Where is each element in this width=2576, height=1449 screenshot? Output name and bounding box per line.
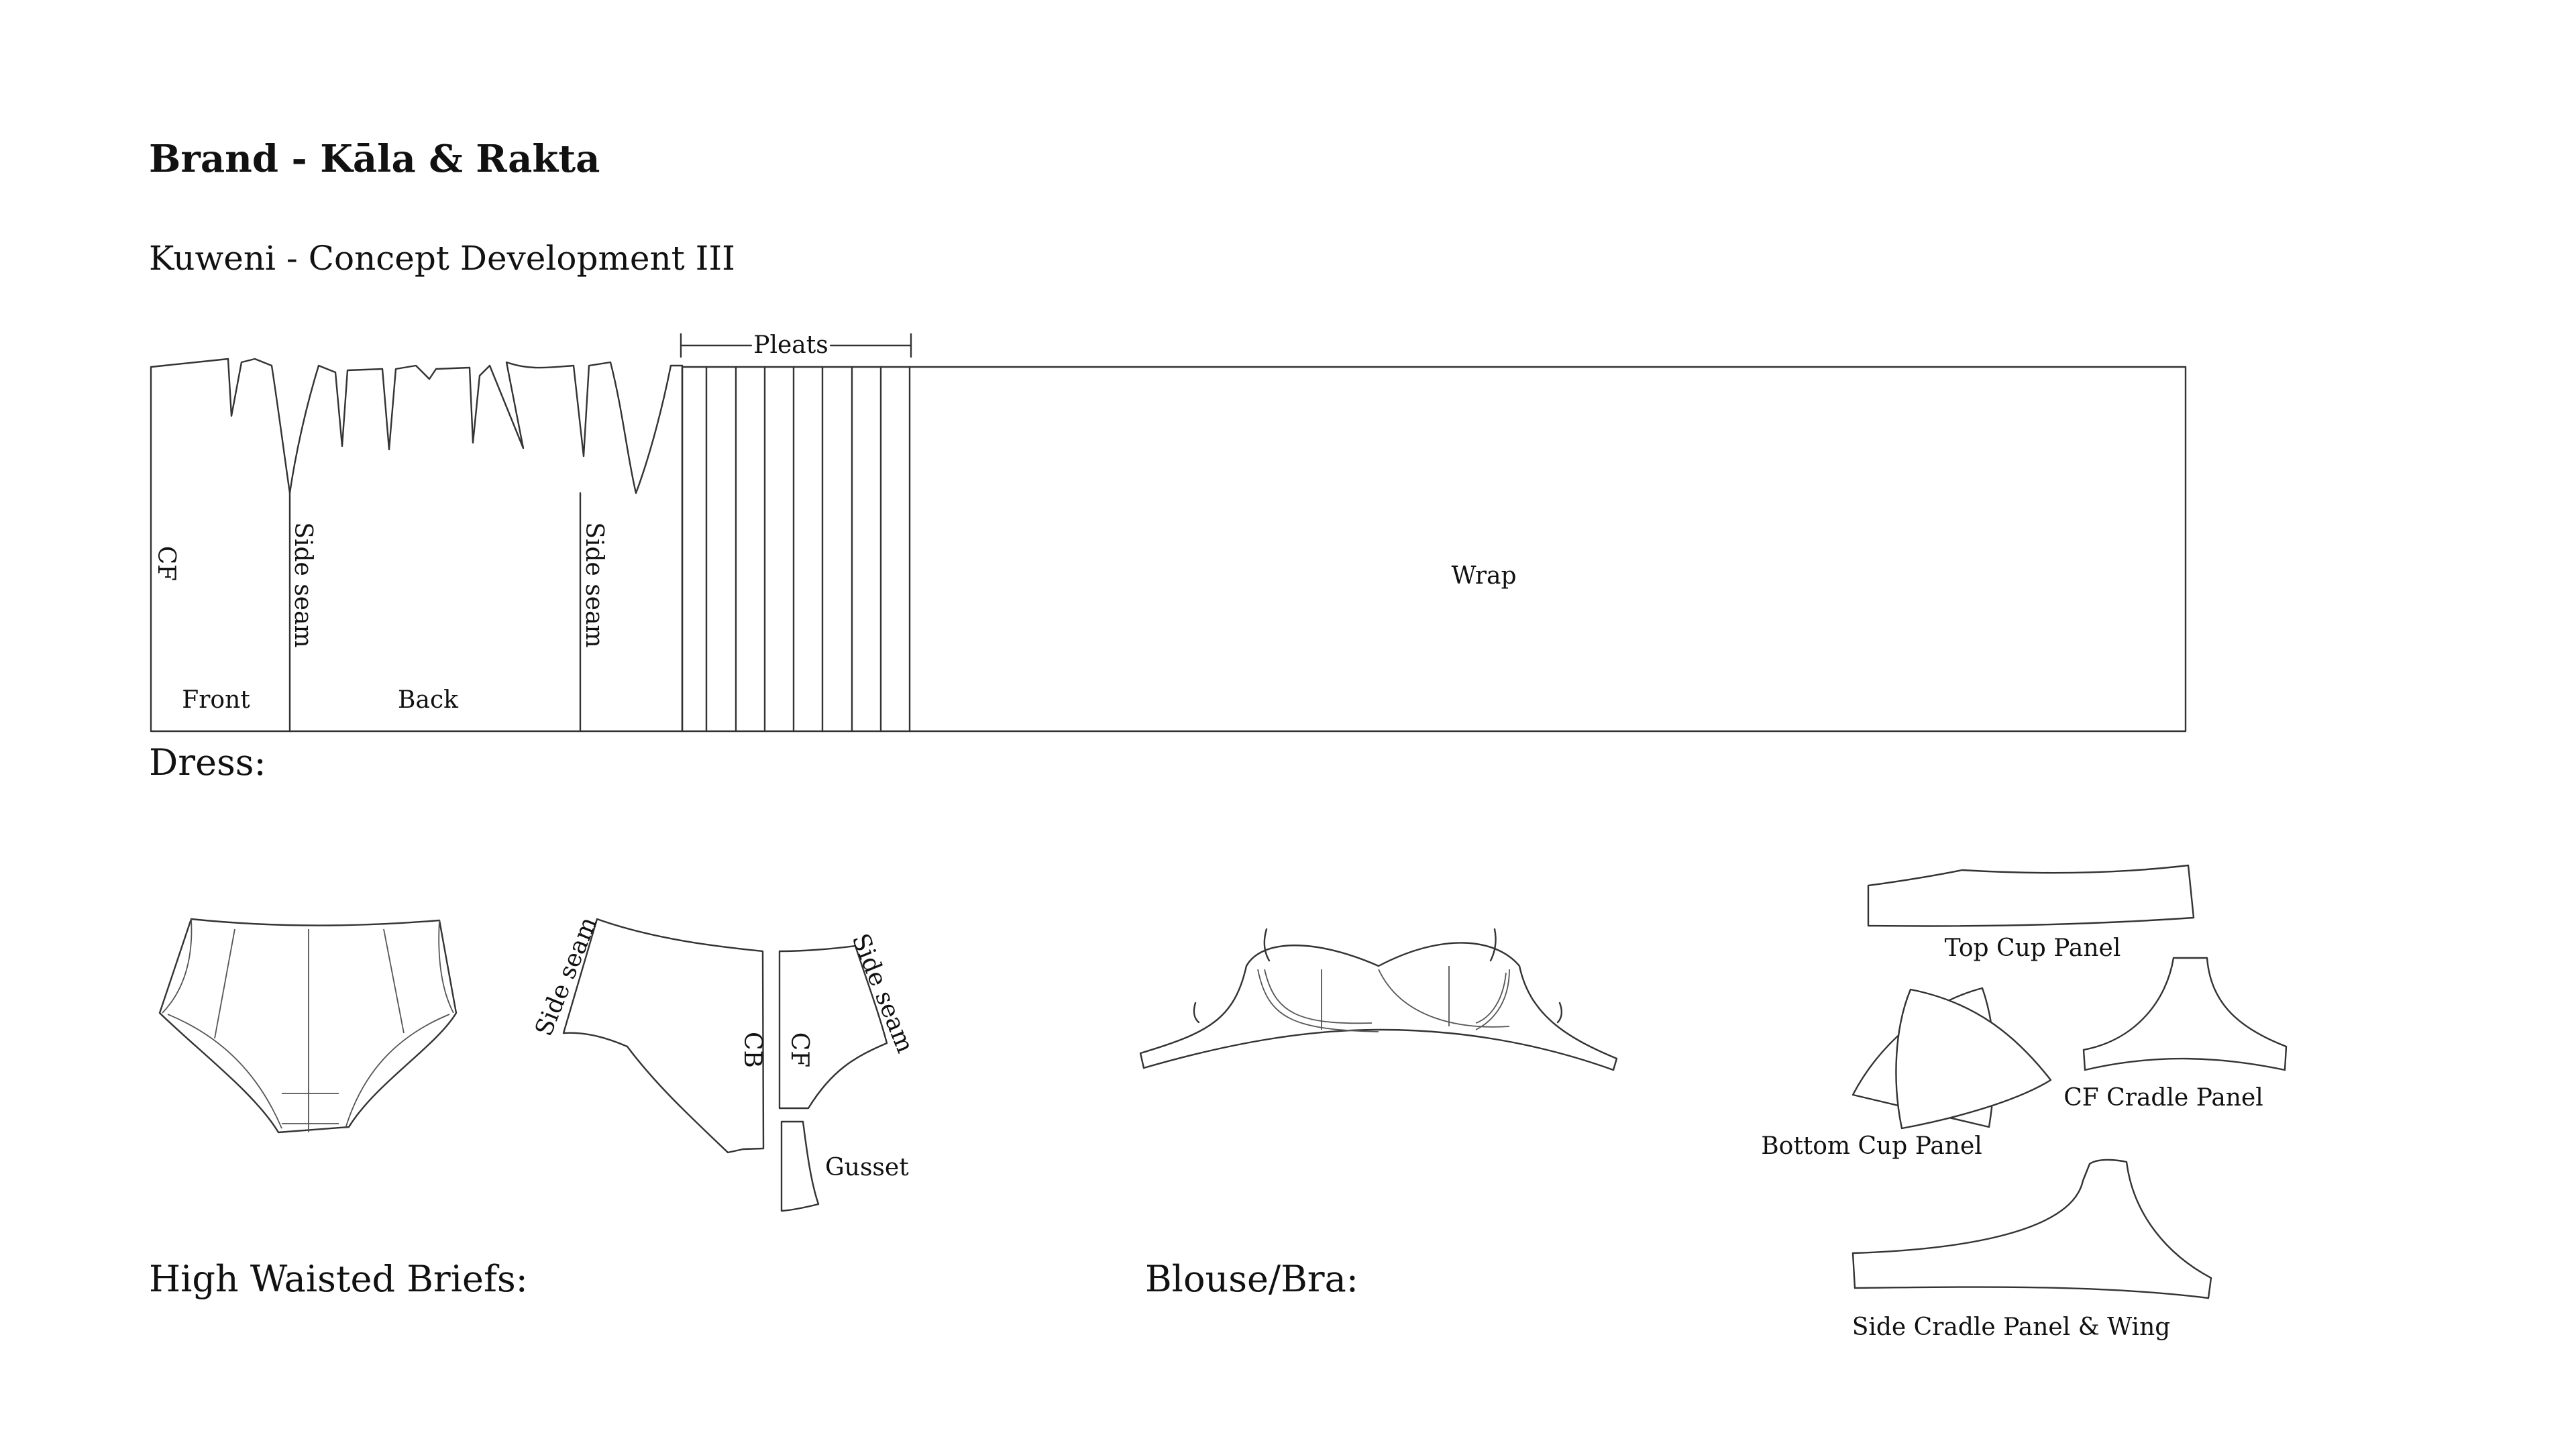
dress-front-back-outline bbox=[150, 358, 684, 733]
bra-bottom-cup-right-piece bbox=[1895, 988, 2052, 1130]
dress-front-label: Front bbox=[182, 686, 250, 714]
dress-wrap-panel bbox=[681, 366, 2187, 733]
concept-title: Kuweni - Concept Development III bbox=[149, 239, 735, 278]
pleats-dimension bbox=[680, 333, 912, 358]
section-dress: Dress: bbox=[149, 741, 266, 784]
dress-pattern: Pleats CF Side seam Side seam Front Back… bbox=[150, 331, 2187, 733]
briefs-illustration bbox=[158, 918, 458, 1134]
bra-side-cradle-label: Side Cradle Panel & Wing bbox=[1852, 1313, 2171, 1341]
dress-side-seam-1-label: Side seam bbox=[289, 522, 317, 647]
bra-top-cup-piece bbox=[1867, 864, 2195, 927]
briefs-gusset-label: Gusset bbox=[825, 1154, 909, 1181]
bra-cf-cradle-piece bbox=[2082, 957, 2288, 1071]
briefs-gusset-piece bbox=[780, 1120, 820, 1212]
dress-back-label: Back bbox=[398, 686, 459, 714]
dress-pleat-lines bbox=[705, 366, 911, 733]
briefs-pattern-pieces bbox=[562, 918, 888, 1212]
pleats-label: Pleats bbox=[753, 331, 828, 359]
bra-top-cup-label: Top Cup Panel bbox=[1945, 934, 2121, 962]
briefs-back-piece bbox=[562, 918, 765, 1154]
bra-side-cradle-piece bbox=[1851, 1159, 2212, 1299]
briefs-cb-label: CB bbox=[739, 1032, 766, 1068]
briefs-cf-label: CF bbox=[786, 1032, 813, 1068]
section-bra: Blouse/Bra: bbox=[1145, 1258, 1358, 1300]
dress-cf-label: CF bbox=[152, 546, 180, 582]
brand-title: Brand - Kāla & Rakta bbox=[149, 137, 600, 181]
dress-wrap-label: Wrap bbox=[1451, 562, 1516, 590]
dress-side-seam-2-label: Side seam bbox=[580, 522, 608, 647]
section-briefs: High Waisted Briefs: bbox=[149, 1258, 528, 1300]
briefs-front-piece bbox=[778, 945, 888, 1110]
bra-bottom-cup-label: Bottom Cup Panel bbox=[1761, 1132, 1982, 1160]
bra-cf-cradle-label: CF Cradle Panel bbox=[2063, 1084, 2263, 1112]
bra-illustration bbox=[1139, 928, 1618, 1071]
bra-pattern-pieces bbox=[1851, 864, 2288, 1299]
